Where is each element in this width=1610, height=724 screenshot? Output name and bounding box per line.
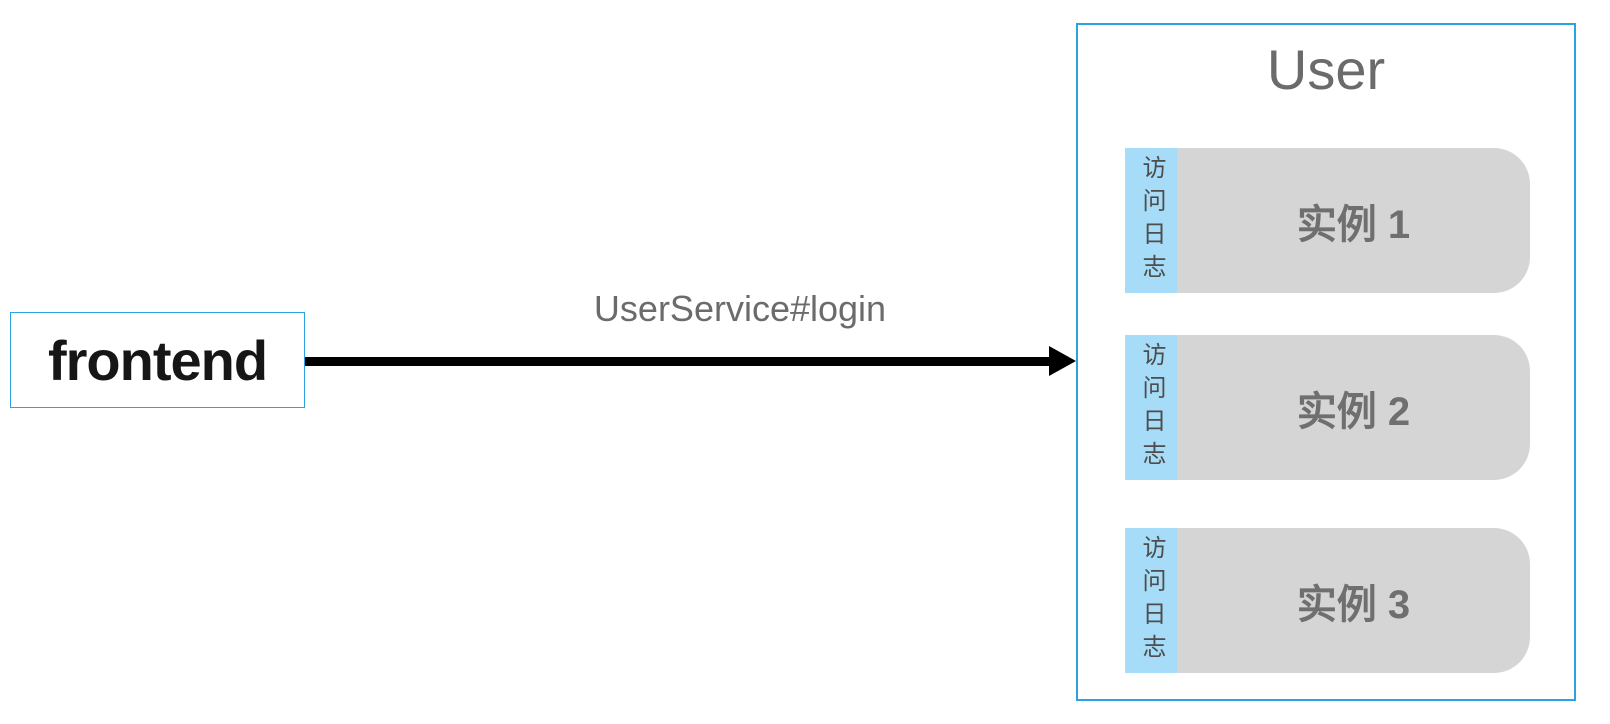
access-log-strip: 访问日志: [1125, 335, 1177, 480]
frontend-node: frontend: [10, 312, 305, 408]
user-group: User 访问日志 实例 1 访问日志 实例 2 访问日志 实例 3: [1076, 23, 1576, 701]
arrow-head-icon: [1049, 346, 1076, 376]
access-log-label: 访问日志: [1138, 534, 1165, 667]
instance-row: 访问日志 实例 2: [1125, 335, 1530, 480]
user-group-title: User: [1266, 38, 1386, 101]
access-log-strip: 访问日志: [1125, 528, 1177, 673]
instance-node-label: 实例 2: [1296, 389, 1411, 434]
frontend-node-label: frontend: [47, 328, 268, 392]
instance-row: 访问日志 实例 1: [1125, 148, 1530, 293]
access-log-strip: 访问日志: [1125, 148, 1177, 293]
instance-node-label: 实例 3: [1296, 582, 1411, 627]
instance-node: 实例 3: [1177, 528, 1530, 673]
access-log-label: 访问日志: [1138, 154, 1165, 287]
instance-node-label: 实例 1: [1296, 202, 1411, 247]
instance-node: 实例 2: [1177, 335, 1530, 480]
arrow-label: UserService#login: [593, 288, 887, 329]
arrow-line: [305, 357, 1053, 366]
instance-row: 访问日志 实例 3: [1125, 528, 1530, 673]
instance-node: 实例 1: [1177, 148, 1530, 293]
access-log-label: 访问日志: [1138, 341, 1165, 474]
